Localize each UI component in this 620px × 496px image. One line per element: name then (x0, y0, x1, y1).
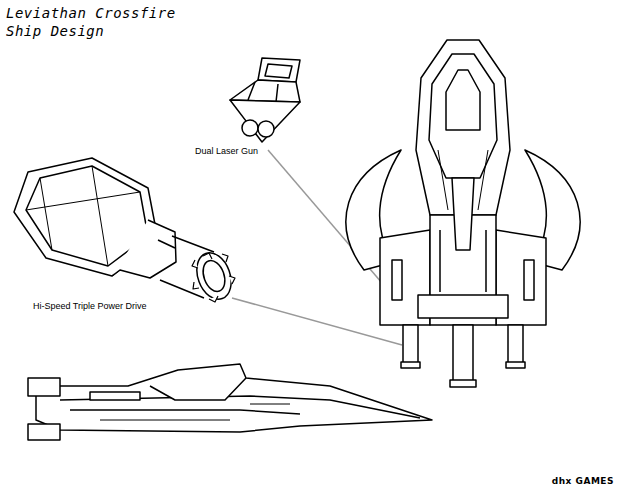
power-drive-detail (14, 158, 237, 304)
watermark: dhx GAMES (552, 476, 614, 486)
part-label: Dual Laser Gun (195, 146, 258, 156)
ship-side-view (28, 364, 432, 440)
title: Leviathan Crossfire Ship Design (6, 4, 184, 40)
ship-top-view (346, 40, 580, 387)
laser-gun-detail (230, 58, 300, 142)
leader-line (232, 298, 402, 345)
part-label: Hi-Speed Triple Power Drive (33, 301, 147, 311)
